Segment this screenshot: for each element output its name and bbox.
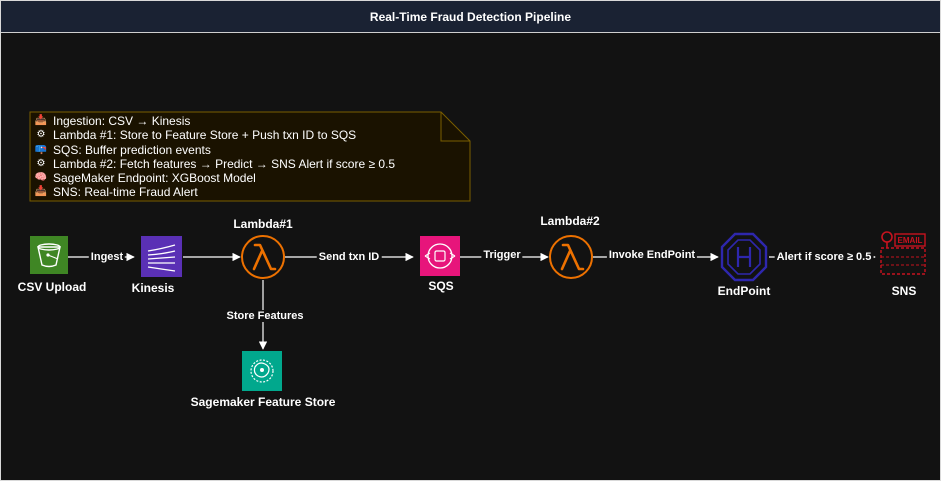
sqs-icon: [420, 236, 460, 276]
node-label-sqs: SQS: [428, 279, 454, 293]
edge-label-trigger: Trigger: [481, 249, 523, 261]
lambda-icon: [549, 235, 593, 279]
note-line-text: Lambda #2: Fetch features → Predict → SN…: [53, 156, 396, 171]
node-label-featurestore: Sagemaker Feature Store: [190, 395, 336, 409]
sagemaker-endpoint-icon: [720, 232, 768, 282]
gear-icon: ⚙: [36, 129, 46, 141]
note-line-lambda1: ⚙ Lambda #1: Store to Feature Store + Pu…: [34, 128, 454, 142]
lambda-icon: [241, 235, 285, 279]
email-notification-icon: [880, 231, 926, 275]
node-label-kinesis: Kinesis: [131, 281, 175, 295]
note-line-sqs: 📪 SQS: Buffer prediction events: [34, 143, 454, 157]
legend-note-fold: [440, 112, 470, 142]
node-label-csv: CSV Upload: [17, 280, 87, 294]
gear-icon: ⚙: [36, 157, 46, 169]
diagram-title: Real-Time Fraud Detection Pipeline: [1, 1, 940, 33]
inbox-tray-icon: 📥: [34, 186, 48, 198]
note-line-text: Ingestion: CSV → Kinesis: [53, 114, 191, 128]
feature-store-icon: [242, 351, 282, 391]
mailbox-icon: 📪: [34, 143, 48, 155]
edge-label-send-txn: Send txn ID: [316, 251, 382, 263]
legend-note-text: 📥 Ingestion: CSV → Kinesis ⚙ Lambda #1: …: [34, 114, 454, 200]
node-label-lambda2: Lambda#2: [540, 214, 600, 228]
edge-label-store-features: Store Features: [224, 310, 306, 322]
note-line-text: SNS: Real-time Fraud Alert: [53, 185, 198, 200]
brain-icon: 🧠: [34, 172, 48, 184]
note-line-ingestion: 📥 Ingestion: CSV → Kinesis: [34, 114, 454, 128]
edge-label-invoke: Invoke EndPoint: [606, 249, 698, 261]
note-line-text: SQS: Buffer prediction events: [53, 142, 211, 157]
s3-bucket-icon: [30, 236, 68, 274]
note-line-text: SageMaker Endpoint: XGBoost Model: [53, 171, 256, 186]
edge-label-ingest: Ingest: [88, 251, 126, 263]
node-label-sns: SNS: [891, 284, 917, 298]
kinesis-icon: [141, 236, 182, 277]
note-line-sns: 📥 SNS: Real-time Fraud Alert: [34, 185, 454, 199]
node-label-lambda1: Lambda#1: [233, 217, 293, 231]
legend-note: [29, 111, 471, 202]
email-badge: EMAIL: [897, 236, 923, 245]
edge-label-alert: Alert if score ≥ 0.5: [774, 251, 874, 263]
note-line-text: Lambda #1: Store to Feature Store + Push…: [53, 128, 357, 143]
node-label-endpoint: EndPoint: [717, 284, 771, 298]
note-line-sagemaker: 🧠 SageMaker Endpoint: XGBoost Model: [34, 171, 454, 185]
inbox-tray-icon: 📥: [34, 115, 48, 126]
note-line-lambda2: ⚙ Lambda #2: Fetch features → Predict → …: [34, 157, 454, 171]
